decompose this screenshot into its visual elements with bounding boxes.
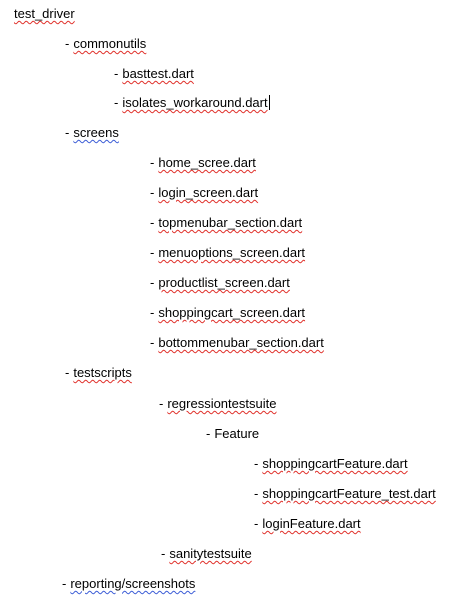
file-item: -home_scree.dart bbox=[150, 155, 256, 171]
tree-dash: - bbox=[62, 576, 67, 591]
folder-label: regressiontestsuite bbox=[167, 396, 277, 411]
file-item: -menuoptions_screen.dart bbox=[150, 245, 305, 261]
tree-root: test_driver bbox=[14, 6, 75, 22]
tree-dash: - bbox=[65, 365, 70, 380]
file-item: -shoppingcart_screen.dart bbox=[150, 305, 305, 321]
tree-dash: - bbox=[150, 155, 155, 170]
file-label: menuoptions_screen.dart bbox=[158, 245, 306, 260]
file-label: loginFeature.dart bbox=[262, 516, 361, 531]
file-item: -isolates_workaround.dart bbox=[114, 95, 270, 111]
tree-dash: - bbox=[254, 486, 259, 501]
file-item: -shoppingcartFeature.dart bbox=[254, 456, 408, 472]
tree-dash: - bbox=[150, 275, 155, 290]
file-item: -login_screen.dart bbox=[150, 185, 258, 201]
file-label: basttest.dart bbox=[122, 66, 194, 81]
file-label: shoppingcartFeature_test.dart bbox=[262, 486, 436, 501]
file-item: -bottommenubar_section.dart bbox=[150, 335, 324, 351]
tree-dash: - bbox=[254, 516, 259, 531]
file-label: isolates_workaround.dart bbox=[122, 95, 268, 110]
tree-root-label: test_driver bbox=[14, 6, 75, 21]
file-item: -productlist_screen.dart bbox=[150, 275, 290, 291]
tree-dash: - bbox=[114, 66, 119, 81]
tree-dash: - bbox=[150, 215, 155, 230]
file-label: productlist_screen.dart bbox=[158, 275, 290, 290]
file-item: -topmenubar_section.dart bbox=[150, 215, 302, 231]
folder-regressiontestsuite: -regressiontestsuite bbox=[159, 396, 276, 412]
tree-dash: - bbox=[254, 456, 259, 471]
file-item: -shoppingcartFeature_test.dart bbox=[254, 486, 436, 502]
tree-dash: - bbox=[150, 245, 155, 260]
folder-commonutils: -commonutils bbox=[65, 36, 146, 52]
tree-dash: - bbox=[161, 546, 166, 561]
file-label: shoppingcart_screen.dart bbox=[158, 305, 306, 320]
file-item: -basttest.dart bbox=[114, 66, 194, 82]
file-label: topmenubar_section.dart bbox=[158, 215, 303, 230]
folder-label: Feature bbox=[214, 426, 260, 441]
tree-dash: - bbox=[206, 426, 211, 441]
folder-testscripts: -testscripts bbox=[65, 365, 132, 381]
folder-label: reporting/screenshots bbox=[70, 576, 196, 591]
text-cursor bbox=[268, 95, 270, 110]
tree-dash: - bbox=[150, 305, 155, 320]
tree-dash: - bbox=[114, 95, 119, 110]
file-label: login_screen.dart bbox=[158, 185, 259, 200]
tree-dash: - bbox=[65, 36, 70, 51]
file-label: home_scree.dart bbox=[158, 155, 256, 170]
file-label: bottommenubar_section.dart bbox=[158, 335, 324, 350]
folder-sanitytestsuite: -sanitytestsuite bbox=[161, 546, 252, 562]
folder-label: screens bbox=[73, 125, 119, 140]
tree-dash: - bbox=[65, 125, 70, 140]
file-item: -loginFeature.dart bbox=[254, 516, 361, 532]
folder-screens: -screens bbox=[65, 125, 119, 141]
folder-label: testscripts bbox=[73, 365, 132, 380]
tree-dash: - bbox=[159, 396, 164, 411]
folder-feature: -Feature bbox=[206, 426, 259, 442]
folder-label: commonutils bbox=[73, 36, 147, 51]
folder-reporting: -reporting/screenshots bbox=[62, 576, 195, 592]
file-label: shoppingcartFeature.dart bbox=[262, 456, 408, 471]
folder-label: sanitytestsuite bbox=[169, 546, 252, 561]
tree-dash: - bbox=[150, 185, 155, 200]
tree-dash: - bbox=[150, 335, 155, 350]
